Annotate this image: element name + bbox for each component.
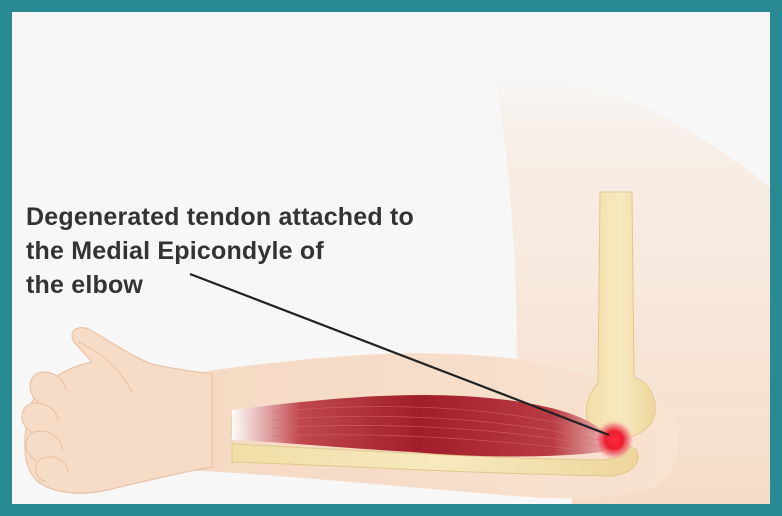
inflammation-spot: [594, 420, 634, 460]
tendon-label-line-3: the elbow: [26, 268, 414, 302]
tendon-label-line-2: the Medial Epicondyle of: [26, 234, 414, 268]
tendon-label-line-1: Degenerated tendon attached to: [26, 200, 414, 234]
tendon-label: Degenerated tendon attached to the Media…: [26, 200, 414, 302]
